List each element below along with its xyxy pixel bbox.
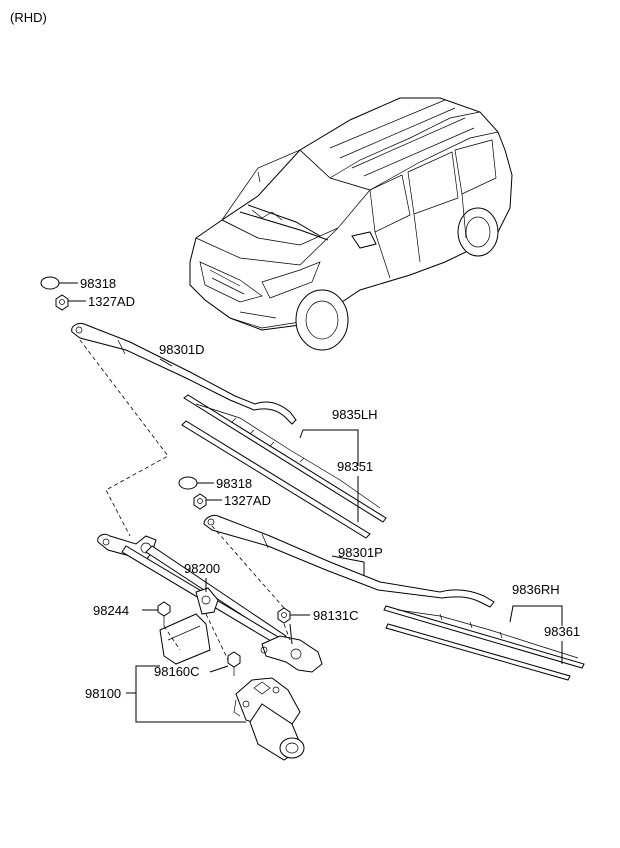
wiper-motor-part: [233, 677, 305, 761]
wiper-arm-lh-part: [71, 323, 297, 425]
pivot-nut-part: [277, 607, 291, 624]
cap-rh-label: 98318: [216, 476, 252, 491]
blade-rh-label: 9836RH: [512, 582, 560, 597]
pivot-nut-label: 98131C: [313, 608, 359, 623]
bolt-part: [157, 601, 171, 626]
arm-lh-label: 98301D: [159, 342, 205, 357]
nut-lh-part: [55, 294, 69, 311]
wiper-blade-rh-part: [383, 605, 585, 669]
motor-bolt-label: 98160C: [154, 664, 200, 679]
wiper-linkage-part: [97, 533, 323, 673]
nut-lh-label: 1327AD: [88, 294, 135, 309]
blade-lh-label: 9835LH: [332, 407, 378, 422]
nut-rh-part: [193, 493, 207, 510]
refill-lh-label: 98351: [337, 459, 373, 474]
cap-lh-part: [40, 276, 60, 290]
refill-rh-label: 98361: [544, 624, 580, 639]
wiper-arm-rh-part: [203, 515, 495, 608]
wiper-refill-rh-part: [385, 623, 571, 681]
arm-rh-label: 98301P: [338, 545, 383, 560]
rhd-variant-label: (RHD): [10, 10, 47, 25]
linkage-label: 98200: [184, 561, 220, 576]
motor-bracket-part: [159, 613, 211, 665]
wiper-refill-lh-part: [181, 420, 371, 539]
bolt-label: 98244: [93, 603, 129, 618]
cap-rh-part: [178, 476, 198, 490]
motor-bolt-part: [227, 651, 241, 676]
motor-assy-label: 98100: [85, 686, 121, 701]
wiper-blade-lh-part: [183, 394, 387, 523]
vehicle-illustration: [189, 97, 513, 351]
nut-rh-label: 1327AD: [224, 493, 271, 508]
cap-lh-label: 98318: [80, 276, 116, 291]
